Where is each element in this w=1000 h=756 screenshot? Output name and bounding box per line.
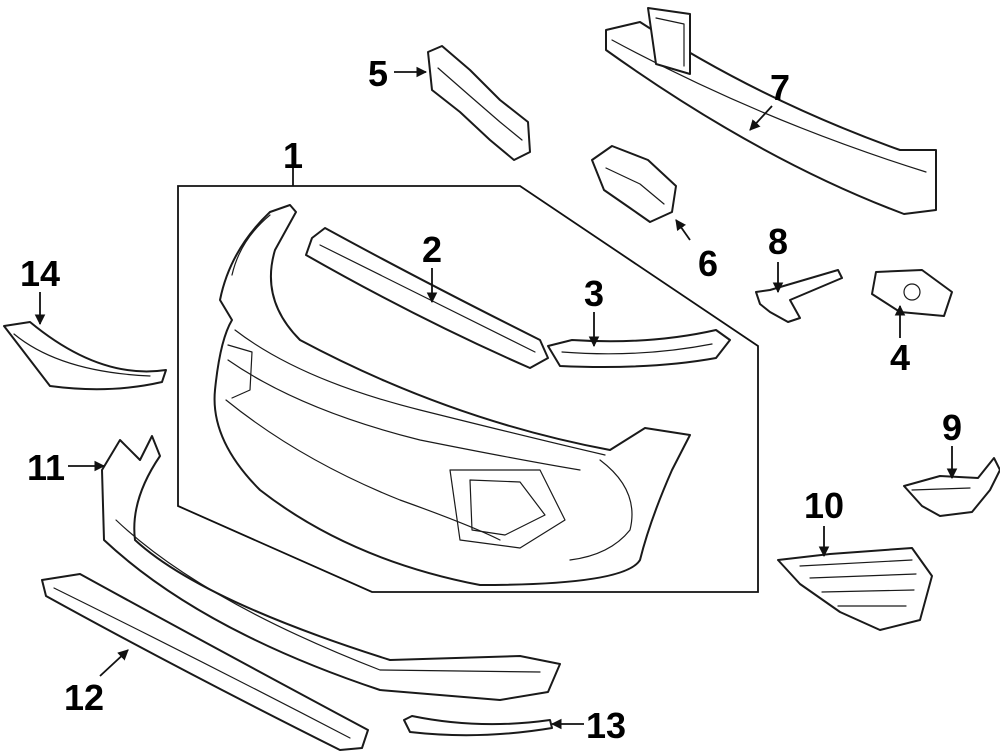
skid-strip bbox=[41, 573, 369, 751]
callout-2: 2 bbox=[422, 229, 442, 270]
callout-11: 11 bbox=[27, 447, 65, 488]
callout-3: 3 bbox=[584, 273, 604, 314]
mount-block bbox=[871, 269, 953, 317]
callout-7: 7 bbox=[770, 67, 790, 108]
bumper-cover bbox=[213, 204, 691, 586]
leader-lines bbox=[34, 66, 958, 730]
leader-7 bbox=[749, 105, 773, 131]
callout-13: 13 bbox=[586, 705, 626, 746]
callouts: 1 2 3 4 5 6 7 8 9 10 11 12 13 14 bbox=[20, 53, 962, 746]
callout-5: 5 bbox=[368, 53, 388, 94]
assembly-frame bbox=[177, 168, 759, 593]
callout-14: 14 bbox=[20, 253, 60, 294]
lower-valance bbox=[101, 435, 561, 701]
reinforcement-beam bbox=[605, 7, 937, 215]
callout-4: 4 bbox=[890, 337, 910, 378]
sensor-bracket bbox=[591, 145, 677, 223]
small-bracket bbox=[755, 269, 843, 323]
callout-9: 9 bbox=[942, 407, 962, 448]
callout-1: 1 bbox=[283, 135, 303, 176]
grille-insert bbox=[777, 547, 933, 631]
top-bracket bbox=[427, 45, 531, 161]
leader-12 bbox=[99, 649, 129, 677]
fog-lamp-bracket bbox=[903, 457, 1000, 517]
callout-12: 12 bbox=[64, 677, 104, 718]
side-trim bbox=[3, 321, 167, 391]
trim-strip bbox=[403, 715, 553, 737]
side-bracket bbox=[547, 329, 731, 368]
callout-8: 8 bbox=[768, 221, 788, 262]
leader-6 bbox=[675, 219, 691, 241]
callout-10: 10 bbox=[804, 485, 844, 526]
callout-6: 6 bbox=[698, 243, 718, 284]
